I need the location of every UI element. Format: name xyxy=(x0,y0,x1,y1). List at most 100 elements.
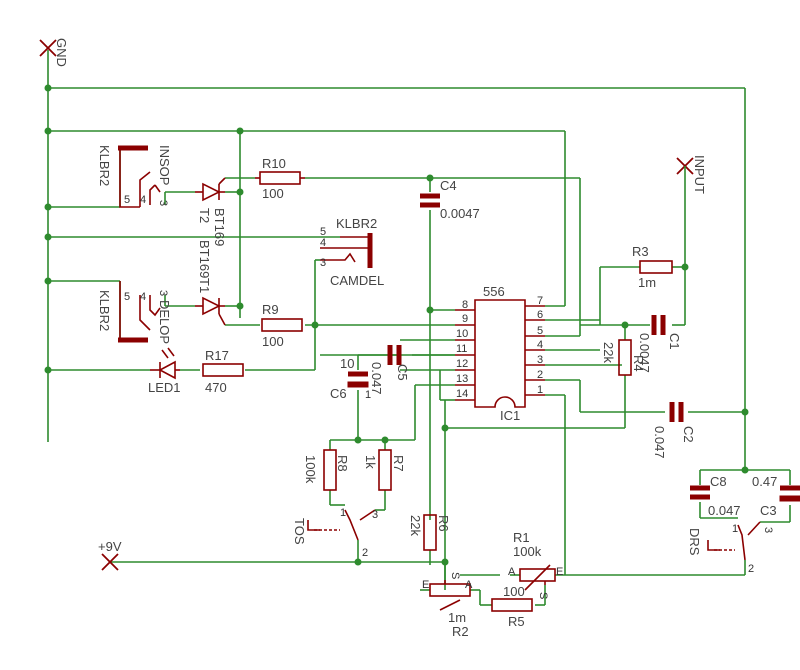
t1-value: BT169 xyxy=(197,240,212,278)
insop-jack: 5 4 3 KLBR2 INSOP xyxy=(97,145,172,208)
svg-text:4: 4 xyxy=(140,291,146,303)
svg-text:E: E xyxy=(556,566,563,578)
delop-ref: DELOP xyxy=(157,300,172,344)
c1-capacitor: 0.0047 C1 xyxy=(637,315,682,373)
svg-text:6: 6 xyxy=(537,309,543,321)
svg-text:2: 2 xyxy=(748,563,754,575)
r4-resistor: 22k R4 xyxy=(601,339,646,376)
r9-value: 100 xyxy=(262,334,284,349)
t2-ref: T2 xyxy=(197,208,212,223)
tos-ref: TOS xyxy=(292,518,307,545)
svg-text:4: 4 xyxy=(320,237,326,249)
c4-ref: C4 xyxy=(440,178,457,193)
svg-text:3: 3 xyxy=(157,200,169,206)
gnd-marker: GND xyxy=(39,38,69,67)
delop-jack: 5 4 3 KLBR2 DELOP xyxy=(97,281,172,344)
led1: LED1 xyxy=(148,347,181,395)
r8-ref: R8 xyxy=(335,455,350,472)
wires xyxy=(47,50,791,606)
svg-text:E: E xyxy=(422,579,429,591)
r8-resistor: 100k R8 xyxy=(303,449,350,491)
ic1: 8 9 10 11 12 13 14 7 6 5 4 3 2 1 556 IC1 xyxy=(455,284,545,423)
c1-value: 0.0047 xyxy=(637,333,652,373)
c3-value: 0.47 xyxy=(752,474,777,489)
svg-text:S: S xyxy=(449,572,461,579)
c5-value: 0.047 xyxy=(369,362,384,395)
camdel-value: KLBR2 xyxy=(336,216,377,231)
camdel-ref: CAMDEL xyxy=(330,273,384,288)
gnd-label: GND xyxy=(54,38,69,67)
delop-value: KLBR2 xyxy=(97,290,112,331)
insop-value: KLBR2 xyxy=(97,145,112,186)
c6-ref: C6 xyxy=(330,386,347,401)
r2-potentiometer: E A S 1m R2 xyxy=(422,572,473,639)
svg-text:10: 10 xyxy=(456,328,468,340)
r17-ref: R17 xyxy=(205,348,229,363)
svg-text:5: 5 xyxy=(124,194,130,206)
svg-text:5: 5 xyxy=(320,226,326,238)
svg-text:A: A xyxy=(508,566,516,578)
r7-value: 1k xyxy=(363,455,378,469)
c4-value: 0.0047 xyxy=(440,206,480,221)
r1-potentiometer: A E S R1 100k xyxy=(508,530,563,599)
svg-text:3: 3 xyxy=(372,509,378,521)
svg-text:1: 1 xyxy=(732,523,738,535)
r8-value: 100k xyxy=(303,455,318,484)
svg-text:14: 14 xyxy=(456,388,468,400)
c5-capacitor: 0.047 C5 xyxy=(369,345,410,395)
c2-ref: C2 xyxy=(681,426,696,443)
vcc-label: +9V xyxy=(98,539,122,554)
r9-resistor: R9 100 xyxy=(261,302,303,349)
r3-resistor: R3 1m xyxy=(632,244,673,290)
c2-capacitor: 0.047 C2 xyxy=(652,402,696,459)
r5-value: 100 xyxy=(503,584,525,599)
svg-text:3: 3 xyxy=(537,354,543,366)
svg-text:12: 12 xyxy=(456,358,468,370)
svg-text:3: 3 xyxy=(320,257,326,269)
c5-ref: C5 xyxy=(395,364,410,381)
r7-resistor: 1k R7 xyxy=(363,449,406,491)
c1-ref: C1 xyxy=(667,333,682,350)
svg-text:8: 8 xyxy=(462,299,468,311)
svg-text:S: S xyxy=(537,592,549,599)
t1-thyristor: BT169 T1 xyxy=(195,240,226,326)
t1-ref: T1 xyxy=(197,278,212,293)
led1-ref: LED1 xyxy=(148,380,181,395)
r10-value: 100 xyxy=(262,186,284,201)
input-label: INPUT xyxy=(692,155,707,194)
r4-ref: R4 xyxy=(631,355,646,372)
r6-resistor: 22k R6 xyxy=(408,514,451,551)
svg-text:1: 1 xyxy=(340,507,346,519)
input-marker: INPUT xyxy=(676,155,707,194)
c4-capacitor: C4 0.0047 xyxy=(420,178,480,221)
svg-text:4: 4 xyxy=(537,339,543,351)
c8-value: 0.047 xyxy=(708,503,741,518)
drs-ref: DRS xyxy=(687,528,702,556)
svg-text:2: 2 xyxy=(362,547,368,559)
ic1-value: 556 xyxy=(483,284,505,299)
svg-text:3: 3 xyxy=(157,290,169,296)
vcc-marker: +9V xyxy=(98,539,122,571)
r2-value: 1m xyxy=(448,610,466,625)
c2-value: 0.047 xyxy=(652,426,667,459)
svg-text:9: 9 xyxy=(462,313,468,325)
r2-ref: R2 xyxy=(452,624,469,639)
svg-text:11: 11 xyxy=(456,343,467,355)
svg-text:3: 3 xyxy=(762,527,774,533)
r3-ref: R3 xyxy=(632,244,649,259)
svg-text:7: 7 xyxy=(537,295,543,307)
svg-text:1: 1 xyxy=(365,389,371,401)
svg-text:A: A xyxy=(465,579,473,591)
r3-value: 1m xyxy=(638,275,656,290)
r1-ref: R1 xyxy=(513,530,530,545)
c8-ref: C8 xyxy=(710,474,727,489)
junctions xyxy=(44,84,749,566)
c6-capacitor: 1 10 C6 xyxy=(330,356,371,401)
r6-ref: R6 xyxy=(436,515,451,532)
r7-ref: R7 xyxy=(391,455,406,472)
c3-capacitor: 0.47 C3 xyxy=(752,474,800,518)
c3-ref: C3 xyxy=(760,503,777,518)
r10-resistor: R10 100 xyxy=(255,156,305,201)
t2-thyristor: T2 BT169 xyxy=(195,177,227,246)
